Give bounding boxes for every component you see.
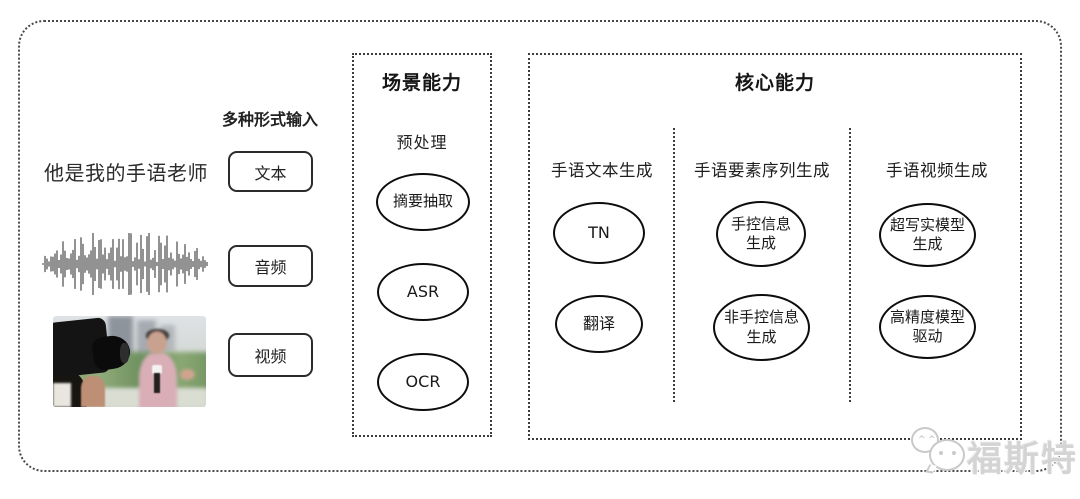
column-header-element-sequence: 手语要素序列生成 [694, 161, 830, 180]
outer-dotted-frame [18, 20, 1062, 472]
input-section-header: 多种形式输入 [221, 110, 318, 129]
photo-camera-ring [120, 343, 130, 364]
node-translation: 翻译 [555, 295, 643, 353]
input-type-audio-box: 音频 [228, 245, 313, 287]
column-divider [849, 128, 851, 402]
node-summary-extraction: 摘要抽取 [376, 173, 470, 231]
column-header-text-generation: 手语文本生成 [551, 161, 653, 180]
audio-waveform-icon [42, 233, 208, 295]
node-asr: ASR [377, 263, 469, 321]
column-divider [673, 128, 675, 402]
video-thumbnail [53, 316, 206, 407]
photo-microphone-handle [153, 373, 161, 394]
core-box-title: 核心能力 [734, 72, 815, 94]
photo-microphone [151, 365, 163, 375]
photo-cameraman-shirt [53, 383, 72, 407]
watermark-text: 福斯特 [967, 440, 1079, 480]
core-capability-box: 核心能力 手语文本生成 手语要素序列生成 手语视频生成 TN 翻译 手控信息 生… [528, 53, 1022, 440]
input-type-text-box: 文本 [228, 151, 313, 192]
node-manual-info-generation: 手控信息 生成 [716, 201, 806, 267]
photo-cameraman-hand [80, 376, 105, 407]
node-hyperrealistic-model: 超写实模型 生成 [879, 203, 976, 267]
scene-capability-box: 场景能力 预处理 摘要抽取 ASR OCR [352, 53, 492, 437]
sample-sentence-text: 他是我的手语老师 [44, 161, 208, 185]
input-type-video-box: 视频 [228, 333, 313, 377]
watermark-logo-tail [925, 464, 937, 474]
photo-reporter-face [147, 331, 167, 355]
watermark: ^ ^ 福斯特 [903, 423, 1076, 480]
node-high-precision-drive: 高精度模型 驱动 [879, 295, 976, 359]
photo-reporter-hand [179, 368, 196, 380]
node-tn: TN [553, 202, 645, 264]
node-ocr: OCR [377, 353, 469, 411]
column-header-video-generation: 手语视频生成 [886, 161, 988, 180]
node-nonmanual-info-generation: 非手控信息 生成 [713, 294, 810, 361]
preprocess-label: 预处理 [396, 133, 448, 152]
scene-box-title: 场景能力 [381, 72, 462, 94]
